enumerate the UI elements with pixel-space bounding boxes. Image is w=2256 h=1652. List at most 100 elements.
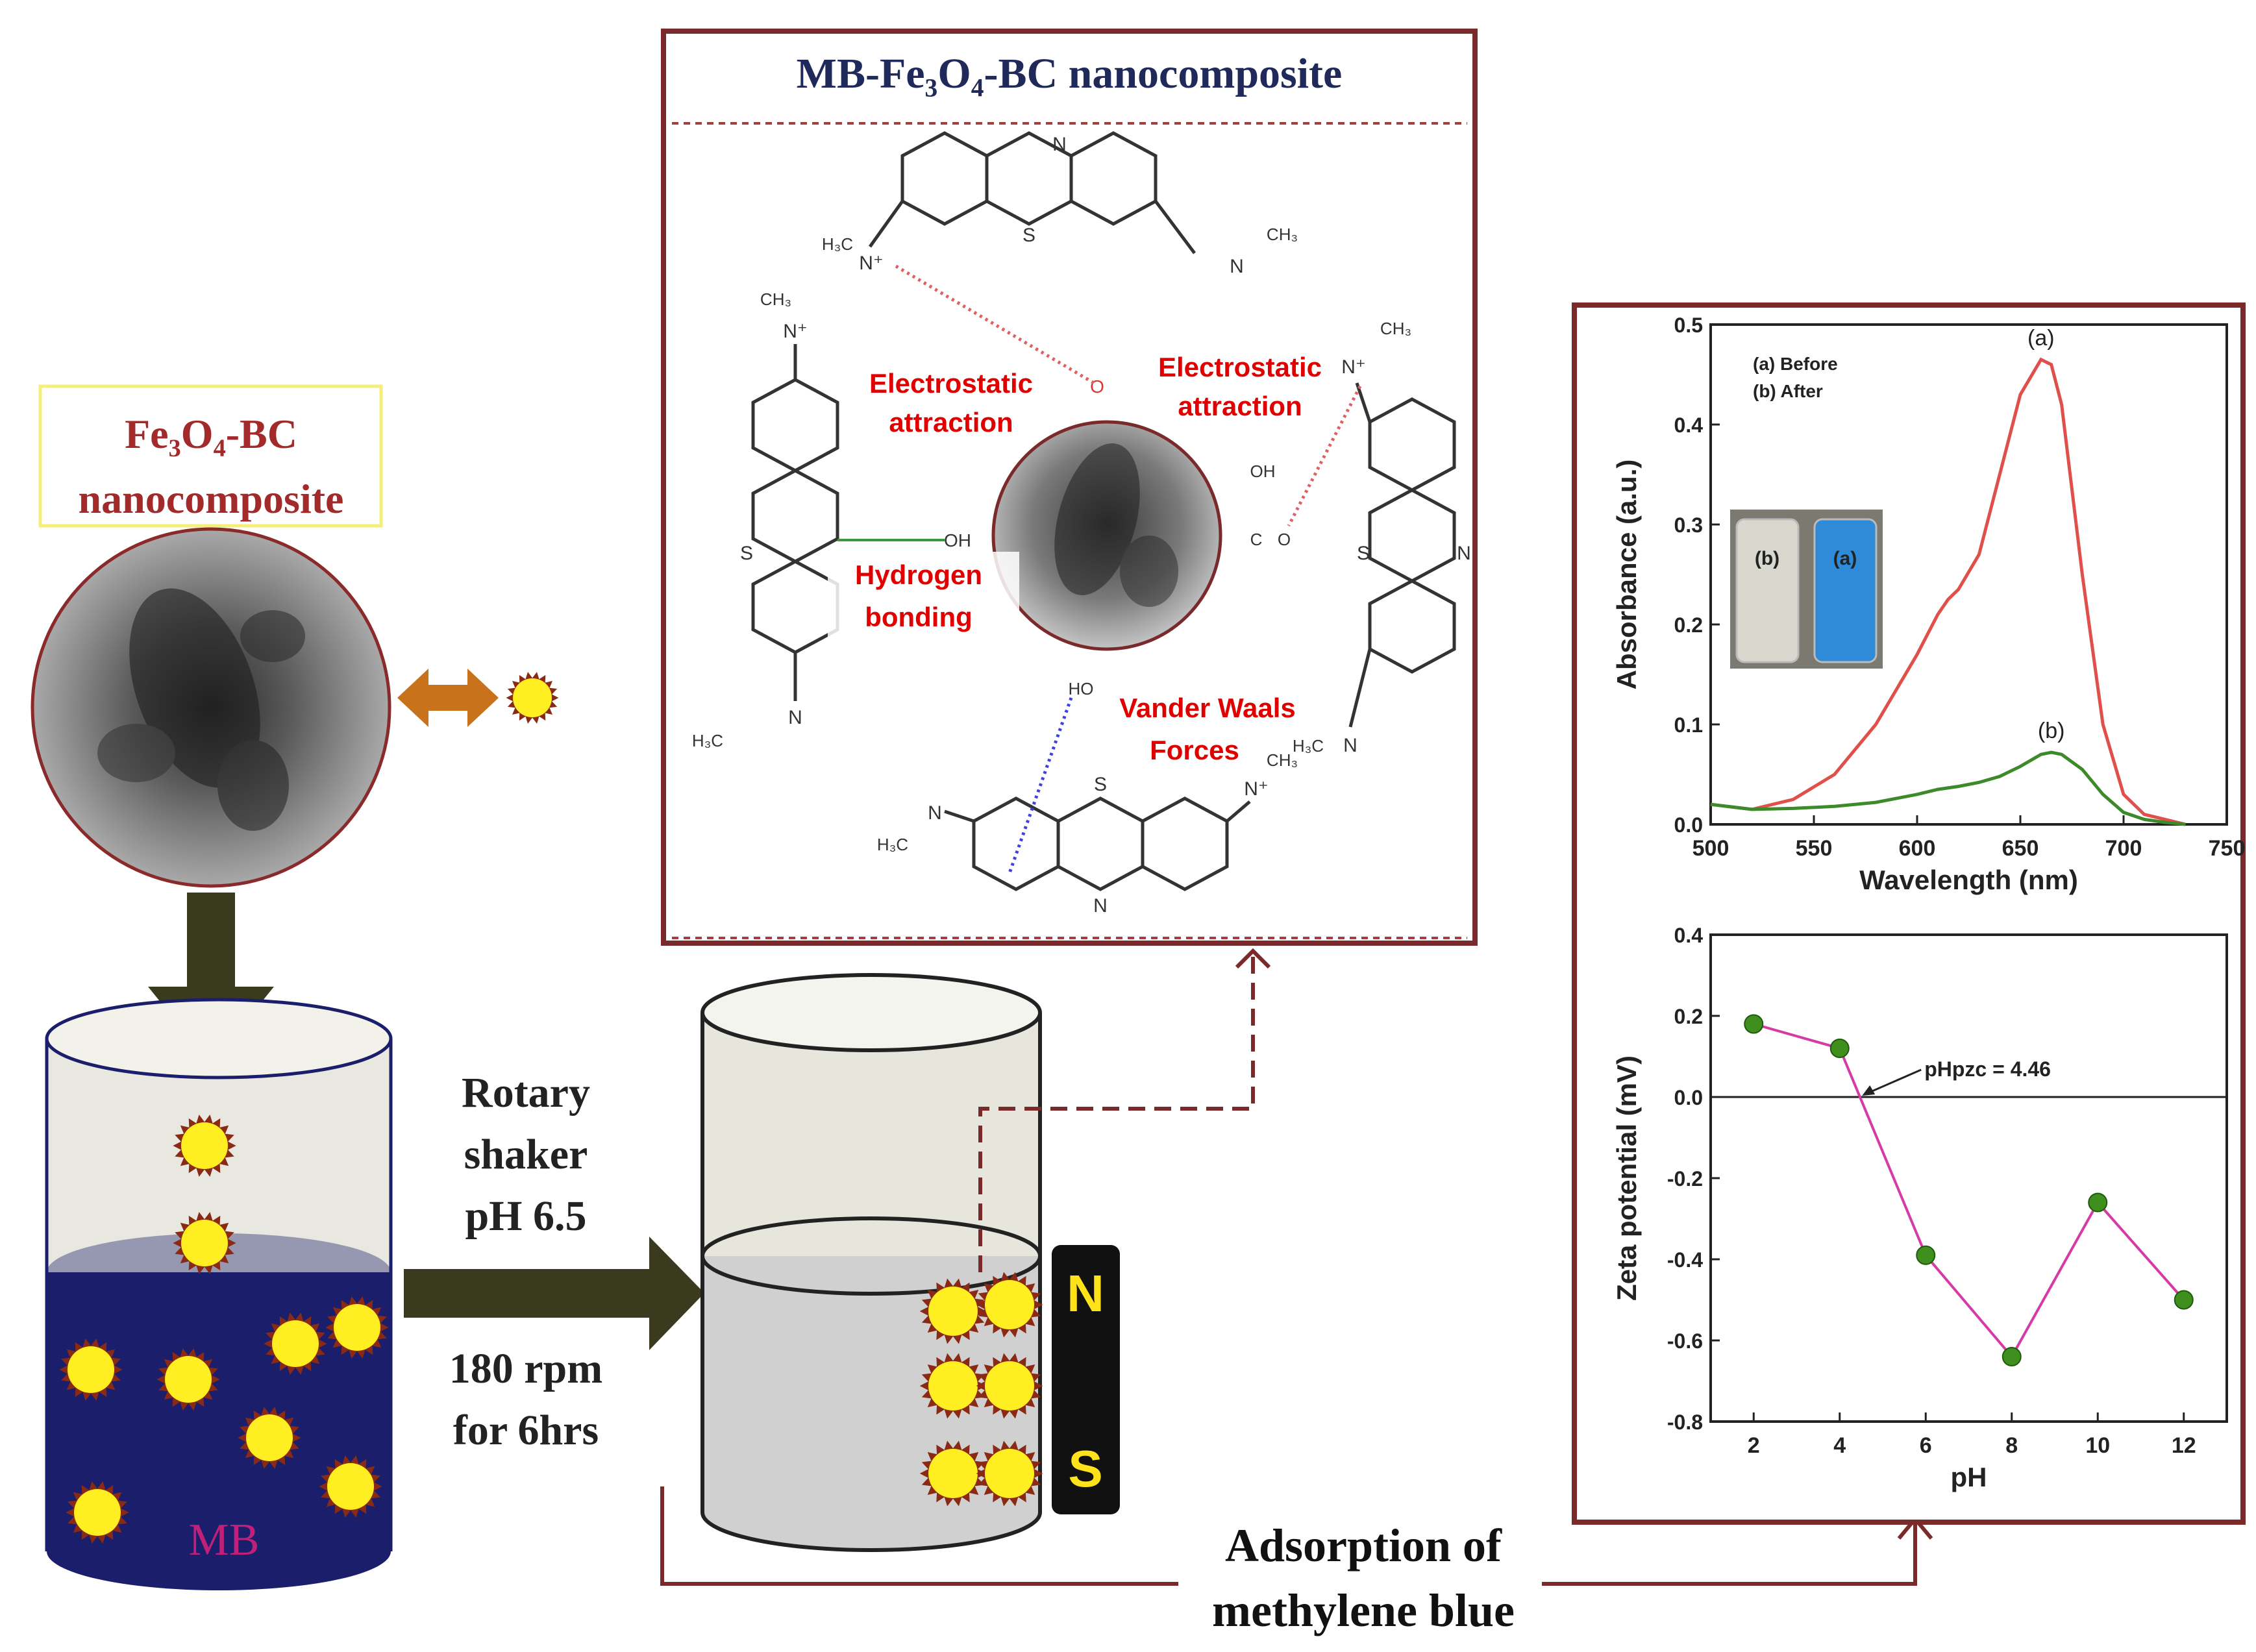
y-tick-label: -0.6 (1667, 1329, 1703, 1353)
down-arrow-shaft (187, 893, 235, 990)
zeta-point-ph4 (1829, 1039, 1850, 1058)
tem-texture (97, 588, 305, 831)
x-tick-label: 750 (2209, 836, 2246, 861)
electrostatic-label-left-1: Electrostatic (869, 368, 1033, 399)
rotary-label: Rotary (462, 1069, 590, 1116)
group-o-right: O (1278, 530, 1291, 549)
group-oh-left: OH (944, 530, 971, 550)
vdw-label-2: Forces (1150, 735, 1239, 765)
x-axis-label: Wavelength (nm) (1859, 865, 2078, 895)
y-tick-label: 0.5 (1674, 314, 1703, 337)
nanoparticle-4 (156, 1348, 220, 1411)
central-texture (1054, 443, 1178, 607)
y-tick-label: 0.4 (1674, 924, 1704, 947)
beaker-left: MB (45, 998, 393, 1590)
atom-ch3-bottom-right: CH₃ (1267, 750, 1298, 770)
y-tick-label: 0.1 (1674, 713, 1703, 737)
y-axis-label: Absorbance (a.u.) (1611, 460, 1642, 690)
nanoparticle-9 (66, 1481, 129, 1544)
adsorption-caption-1: Adsorption of (1225, 1520, 1502, 1572)
group-oh-right: OH (1250, 462, 1276, 481)
zeta-point-ph8 (2002, 1347, 2022, 1366)
x-tick-label: 600 (1899, 836, 1936, 861)
atom-n-top: N (1052, 134, 1067, 155)
mb-molecule-right (1348, 382, 1456, 728)
atom-ch3-left-bottom: H₃C (692, 731, 723, 750)
mechanism-title: MB-Fe₃O₄-BC nanocomposite (797, 50, 1343, 97)
fe3o4-bc-title: Fe₃O₄-BC (125, 411, 297, 457)
shaker-label: shaker (464, 1131, 588, 1178)
x-tick-label: 650 (2002, 836, 2039, 861)
y-axis-label: Zeta potential (mV) (1611, 1055, 1642, 1301)
atom-ch3-right-top: CH₃ (1380, 319, 1411, 338)
atom-n-right-ring: N (1457, 543, 1471, 564)
nanoparticle-1 (173, 1115, 236, 1177)
x-tick-label: 700 (2105, 836, 2142, 861)
atom-nplus-top: N⁺ (859, 253, 884, 274)
y-tick-label: 0.0 (1674, 1086, 1703, 1109)
zeta-point-ph10 (2088, 1192, 2108, 1213)
legend-entry-1: (a) Before (1753, 354, 1838, 374)
free-nanoparticle (506, 672, 559, 724)
left-panel: Fe₃O₄-BC nanocomposite MB (31, 384, 559, 1590)
nanoparticle-7 (238, 1407, 301, 1469)
y-tick-label: -0.8 (1667, 1411, 1703, 1434)
vdw-label-1: Vander Waals (1119, 693, 1296, 723)
pzc-arrow (1864, 1068, 1922, 1096)
rpm-label: 180 rpm (449, 1345, 602, 1392)
zeta-point-ph12 (2174, 1290, 2194, 1310)
atom-ch3-bottom-left: H₃C (877, 835, 908, 854)
nanoparticle-5 (264, 1313, 327, 1375)
nanoparticle-8 (319, 1455, 382, 1518)
x-tick-label: 4 (1833, 1433, 1846, 1458)
process-arrow: Rotary shaker pH 6.5 180 rpm for 6hrs (404, 1069, 704, 1454)
y-tick-label: -0.2 (1667, 1167, 1703, 1190)
series-line-a (1710, 357, 2186, 826)
atom-s-left: S (740, 543, 753, 564)
cluster-particle-5 (919, 1440, 987, 1507)
atom-ch3-top-left: H₃C (822, 234, 853, 254)
atom-s-top: S (1023, 225, 1035, 246)
electrostatic-label-right-2: attraction (1178, 391, 1302, 421)
pzc-annotation: pHpzc = 4.46 (1924, 1057, 2051, 1081)
magnet-south: S (1068, 1440, 1102, 1498)
pzc-arrow-head (1862, 1085, 1876, 1096)
mechanism-box: MB-Fe₃O₄-BC nanocomposite N S N⁺ H₃C N C… (661, 29, 1478, 946)
group-c-right: C (1250, 530, 1263, 549)
mb-molecule-bottom (944, 796, 1251, 891)
beaker-label: MB (189, 1515, 260, 1565)
series-label-a: (a) (2027, 326, 2055, 351)
atom-s-right: S (1357, 543, 1370, 564)
zeta-point-ph6 (1916, 1245, 1936, 1265)
vdw-line (1008, 697, 1073, 874)
duration-label: for 6hrs (453, 1407, 599, 1454)
double-arrow (397, 669, 499, 727)
x-tick-label: 8 (2005, 1433, 2018, 1458)
title-box (38, 384, 383, 528)
atom-nplus-left: N⁺ (783, 321, 808, 342)
nanoparticle-3 (59, 1338, 123, 1401)
y-tick-label: 0.3 (1674, 513, 1703, 537)
atom-ch3-left-top: CH₃ (760, 290, 791, 309)
dashed-connector (978, 954, 1255, 1272)
cluster-particle-3 (919, 1353, 987, 1419)
inset-photo: (b)(a) (1730, 510, 1883, 669)
series-line-b (1710, 750, 2186, 826)
electrostatic-line-right (1287, 385, 1362, 527)
atom-n-top-right: N (1230, 256, 1244, 277)
electrostatic-label-left-2: attraction (889, 407, 1013, 438)
y-tick-label: 0.2 (1674, 1005, 1703, 1028)
dashed-connector-head (1235, 948, 1271, 969)
atom-n-bottom-left: N (928, 802, 942, 824)
cluster-particle-1 (919, 1278, 987, 1344)
x-tick-label: 550 (1796, 836, 1833, 861)
vial-label-b: (b) (1755, 548, 1779, 569)
y-tick-label: -0.4 (1667, 1248, 1703, 1272)
atom-n-left-bottom: N (788, 707, 802, 728)
cluster-particle-2 (976, 1272, 1043, 1338)
zeta-point-ph2 (1744, 1014, 1764, 1034)
group-ho-bottom: HO (1069, 679, 1094, 698)
cluster-particle-6 (976, 1440, 1043, 1507)
atom-s-bottom: S (1094, 774, 1107, 795)
